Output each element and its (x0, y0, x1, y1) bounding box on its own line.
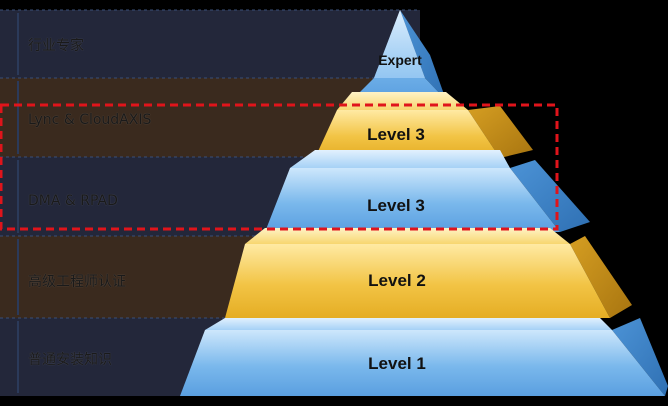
tier-side-1 (468, 106, 533, 158)
band-0 (0, 10, 420, 78)
tier-top-0 (374, 10, 425, 78)
tier-face-4 (180, 330, 665, 396)
tier-face-1 (315, 110, 500, 158)
highlight-dashed-box (0, 103, 559, 231)
tier-label-expert: Expert (378, 52, 422, 68)
tier-label-level1: Level 1 (368, 354, 426, 373)
tier-side-0 (400, 10, 446, 100)
band-label-basic-install: 普通安装知识 (28, 352, 112, 368)
band-label-expert: 行业专家 (28, 38, 84, 54)
tier-label-level3-gold: Level 3 (367, 125, 425, 144)
tier-side-3 (570, 236, 632, 318)
tier-top-2 (290, 150, 510, 168)
tier-top-3 (245, 228, 570, 244)
tier-side-4 (612, 318, 668, 396)
tier-face-2 (265, 168, 560, 232)
tier-top-1 (337, 92, 468, 110)
tier-face-3 (225, 244, 610, 318)
tier-label-level3-blue: Level 3 (367, 196, 425, 215)
band-label-lync-cloudaxis: Lync & CloudAXIS (28, 112, 152, 128)
band-label-senior-engineer: 高级工程师认证 (28, 274, 126, 290)
tier-top-4 (205, 318, 612, 330)
band-label-dma-rpad: DMA & RPAD (28, 193, 118, 209)
tier-label-level2: Level 2 (368, 271, 426, 290)
tier-side-2 (510, 160, 590, 232)
